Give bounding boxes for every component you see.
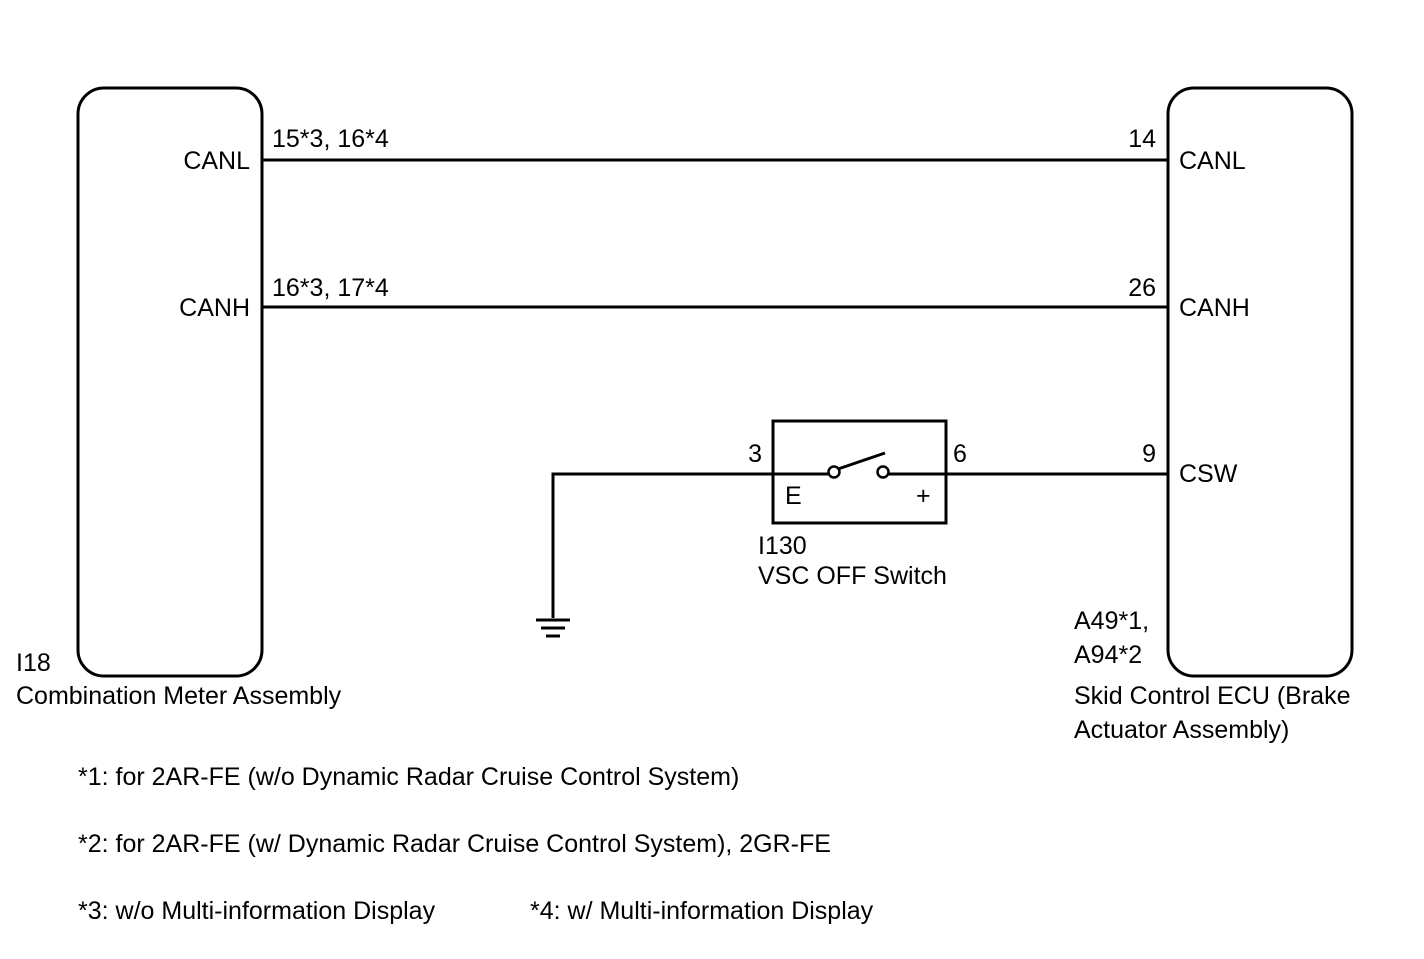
right-pin-canl-number: 14 — [1128, 125, 1156, 153]
switch-pin-right-number: 6 — [953, 440, 967, 468]
left-pin-canh-label: CANH — [179, 294, 250, 322]
footnote-2: *2: for 2AR-FE (w/ Dynamic Radar Cruise … — [78, 830, 831, 858]
right-component-name-1: Skid Control ECU (Brake — [1074, 682, 1350, 710]
footnote-3: *3: w/o Multi-information Display — [78, 897, 436, 925]
left-pin-canl-label: CANL — [183, 147, 250, 175]
switch-terminal-plus: + — [916, 482, 931, 510]
right-component-code-1: A49*1, — [1074, 607, 1149, 635]
right-component-code-2: A94*2 — [1074, 641, 1142, 669]
left-pin-canl-number: 15*3, 16*4 — [272, 125, 389, 153]
footnote-1: *1: for 2AR-FE (w/o Dynamic Radar Cruise… — [78, 763, 739, 791]
skid-control-ecu-box — [1166, 86, 1354, 678]
right-pin-csw-label: CSW — [1179, 460, 1238, 488]
combination-meter-box — [76, 86, 264, 678]
switch-name: VSC OFF Switch — [758, 562, 947, 590]
left-component-name: Combination Meter Assembly — [16, 682, 342, 710]
ground-wire — [551, 472, 773, 618]
footnote-4: *4: w/ Multi-information Display — [530, 897, 874, 925]
switch-code: I130 — [758, 532, 807, 560]
left-pin-canh-number: 16*3, 17*4 — [272, 274, 389, 302]
switch-contact-icon — [773, 451, 946, 479]
switch-pin-left-number: 3 — [748, 440, 762, 468]
left-component-code: I18 — [16, 649, 51, 677]
right-pin-canl-label: CANL — [1179, 147, 1246, 175]
vsc-off-switch-box — [771, 419, 948, 525]
right-pin-csw-number: 9 — [1142, 440, 1156, 468]
ground-icon — [536, 618, 570, 638]
switch-terminal-e: E — [785, 482, 802, 510]
right-pin-canh-number: 26 — [1128, 274, 1156, 302]
right-component-name-2: Actuator Assembly) — [1074, 716, 1289, 744]
right-pin-canh-label: CANH — [1179, 294, 1250, 322]
